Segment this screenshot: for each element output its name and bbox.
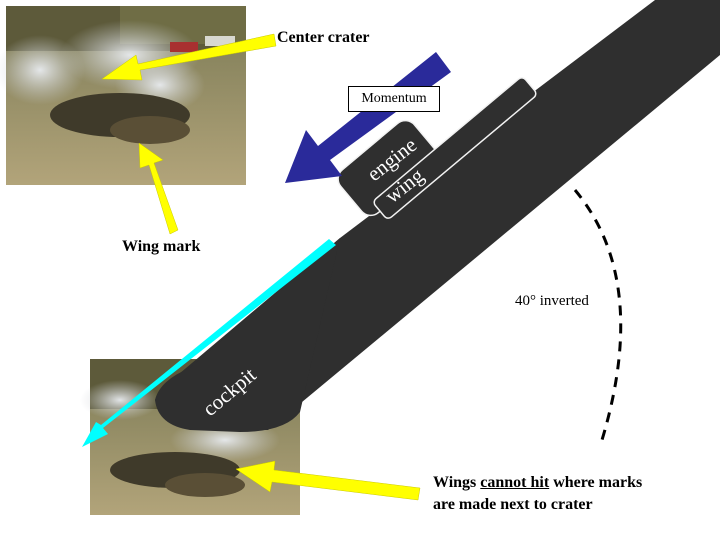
note-underlined: cannot hit — [480, 474, 549, 491]
wing-mark-label: Wing mark — [122, 238, 200, 256]
center-crater-label: Center crater — [277, 29, 370, 47]
note-line1-post: where marks — [549, 474, 642, 491]
bottom-note-line2: are made next to crater — [433, 494, 642, 516]
bottom-note: Wings cannot hit where marks are made ne… — [433, 472, 642, 516]
note-line1-pre: Wings — [433, 474, 480, 491]
momentum-label: Momentum — [348, 86, 440, 112]
top-crash-photo — [0, 6, 246, 185]
angle-label: 40° inverted — [515, 293, 589, 310]
rotation-arc — [575, 190, 621, 440]
bottom-note-line1: Wings cannot hit where marks — [433, 472, 642, 494]
